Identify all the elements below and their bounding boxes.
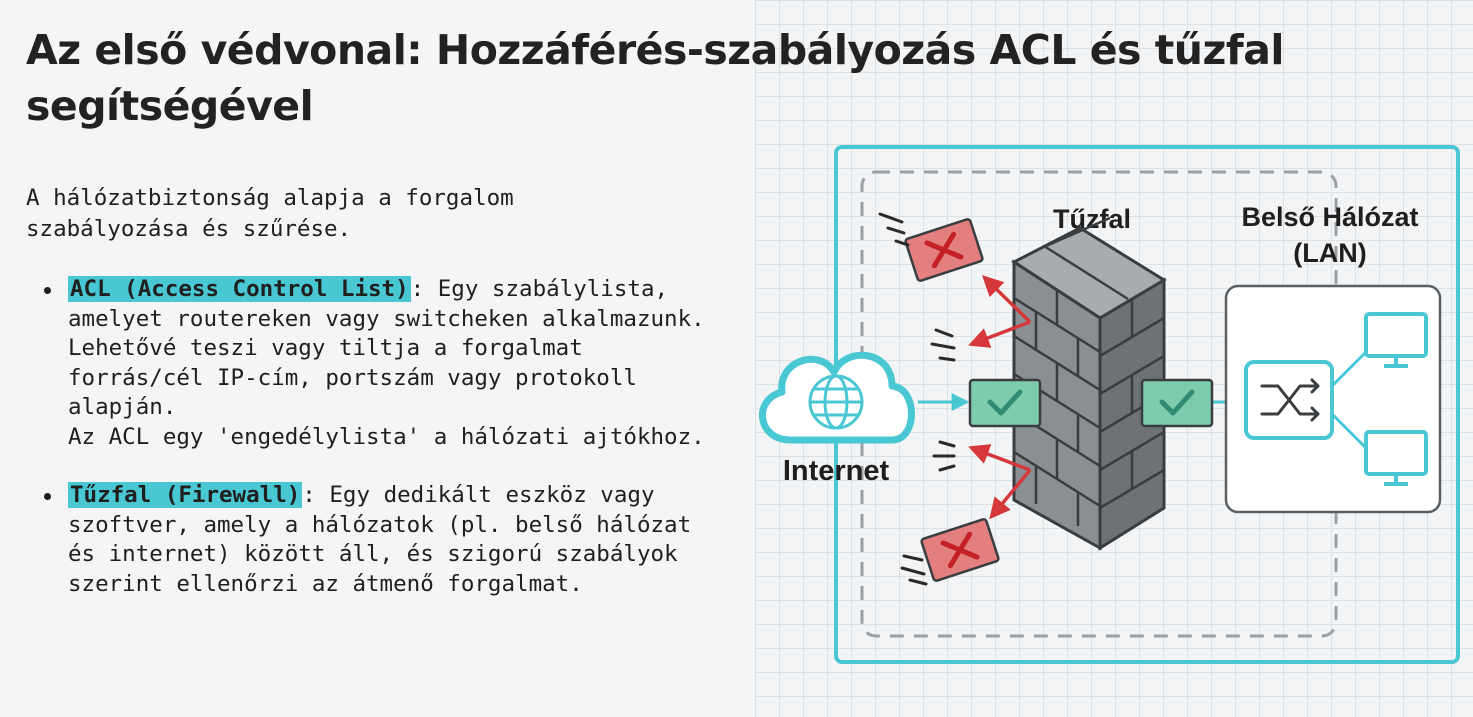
speed-lines-icon <box>932 440 956 472</box>
term-acl: ACL (Access Control List) <box>68 276 411 302</box>
globe-icon <box>808 374 864 430</box>
bullet-dot <box>44 287 51 294</box>
speed-lines-icon <box>900 554 928 586</box>
intro-text: A hálózatbiztonság alapja a forgalom sza… <box>26 185 514 242</box>
monitor-icon <box>1364 312 1428 368</box>
speed-lines-icon <box>878 212 910 247</box>
switch-icon <box>1244 360 1334 440</box>
cloud-icon <box>758 351 915 444</box>
bullet-firewall: Tűzfal (Firewall): Egy dedikált eszköz v… <box>26 481 726 599</box>
bullet-list: ACL (Access Control List): Egy szabályli… <box>26 275 726 599</box>
blocked-packet-icon <box>920 518 1000 582</box>
allow-check-icon <box>1140 378 1214 428</box>
page-title: Az első védvonal: Hozzáférés-szabályozás… <box>26 26 1284 130</box>
lan-label: Belső Hálózat <box>1241 202 1418 232</box>
bullet-firewall-text: : Egy dedikált eszköz vagy szoftver, ame… <box>68 482 692 597</box>
brick-wall-icon <box>1011 216 1167 551</box>
deny-arrows <box>968 275 1032 520</box>
internet-label: Internet <box>783 455 890 487</box>
allow-check-icon <box>968 378 1042 428</box>
monitor-icon <box>1364 430 1428 486</box>
firewall-label: Tűzfal <box>1053 204 1131 234</box>
lan-links <box>1330 350 1368 450</box>
bullet-acl-text: : Egy szabálylista, amelyet routereken v… <box>68 276 705 420</box>
bullet-dot <box>44 493 51 500</box>
bullet-acl: ACL (Access Control List): Egy szabályli… <box>26 275 726 452</box>
speed-lines-icon <box>930 328 956 362</box>
blocked-packet-icon <box>904 218 984 282</box>
lan-label-sub: (LAN) <box>1293 238 1366 268</box>
bullet-acl-note: Az ACL egy 'engedélylista' a hálózati aj… <box>68 423 705 450</box>
term-firewall: Tűzfal (Firewall) <box>68 482 303 508</box>
